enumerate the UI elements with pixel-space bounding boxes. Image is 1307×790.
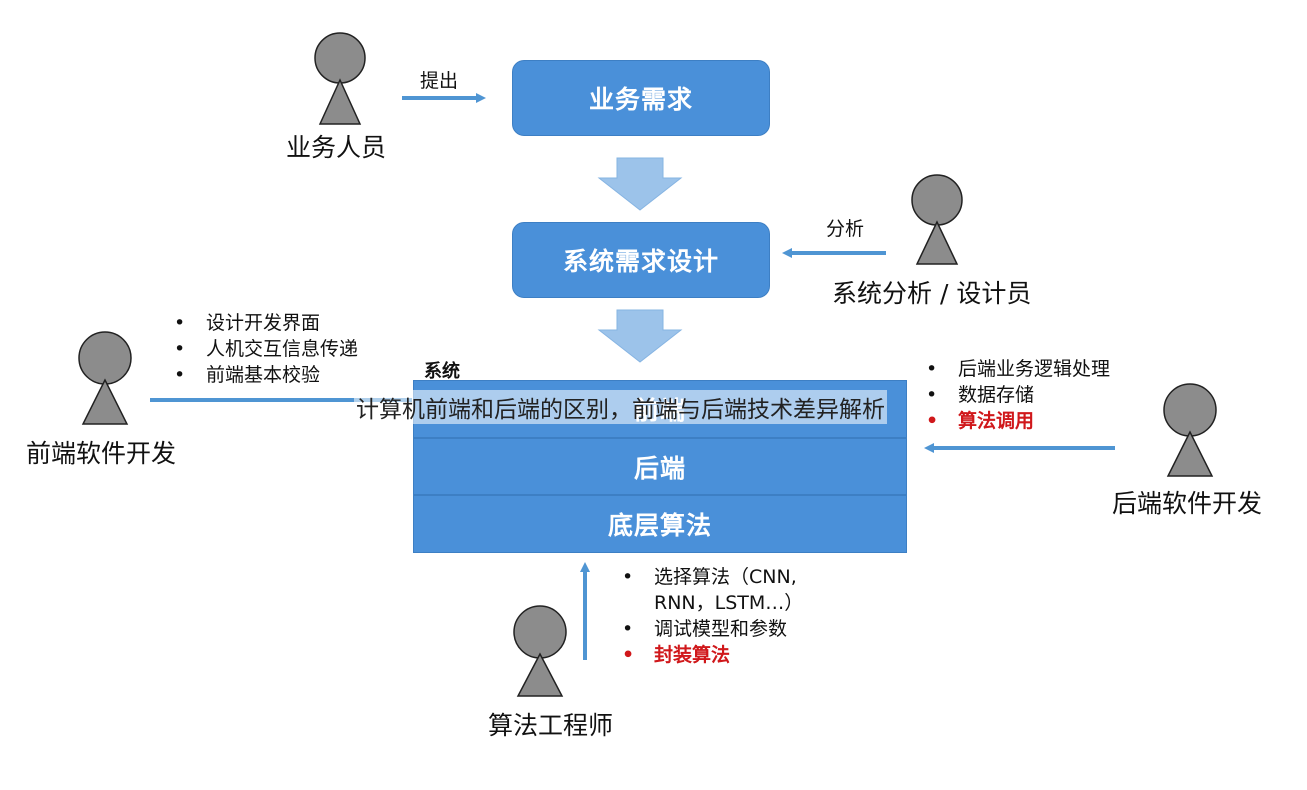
backend-note-item: •后端业务逻辑处理 (926, 358, 1111, 380)
frontend-note-item: •设计开发界面 (174, 312, 321, 334)
algo-notes: •选择算法（CNN, RNN，LSTM…） •调试模型和参数 •封装算法 (616, 564, 803, 668)
algo-note-item: •选择算法（CNN, (622, 566, 797, 588)
actor-backend-dev-icon (1163, 383, 1217, 477)
layer-backend: 后端 (413, 438, 907, 495)
system-title: 系统 (424, 361, 460, 382)
business-requirement-box: 业务需求 (512, 60, 770, 136)
frontend-note-item: •前端基本校验 (174, 364, 321, 386)
overlay-caption: 计算机前端和后端的区别，前端与后端技术差异解析 (354, 390, 887, 424)
actor-analyst-icon (911, 174, 963, 265)
layer-backend-label: 后端 (633, 453, 686, 483)
layer-algorithm: 底层算法 (413, 495, 907, 553)
actor-frontend-dev-label: 前端软件开发 (26, 439, 177, 468)
frontend-notes: •设计开发界面 •人机交互信息传递 •前端基本校验 (168, 310, 358, 388)
backend-note-item: •数据存储 (926, 384, 1035, 406)
backend-notes: •后端业务逻辑处理 •数据存储 •算法调用 (920, 356, 1110, 434)
actor-analyst-label: 系统分析 / 设计员 (832, 279, 1032, 308)
system-design-label: 系统需求设计 (562, 247, 719, 276)
actor-business-label: 业务人员 (286, 133, 387, 162)
layer-algorithm-label: 底层算法 (607, 511, 712, 540)
algo-note-item: •调试模型和参数 (622, 618, 788, 640)
system-design-box: 系统需求设计 (512, 222, 770, 298)
algo-note-item-continued: RNN，LSTM…） (654, 592, 804, 614)
actor-frontend-dev-icon (78, 331, 132, 425)
actor-backend-dev-label: 后端软件开发 (1112, 489, 1263, 518)
actor-algo-eng-icon (513, 605, 567, 697)
down-arrow-1 (597, 157, 683, 211)
backend-note-item-highlight: •算法调用 (926, 410, 1035, 432)
algo-note-item-highlight: •封装算法 (622, 644, 731, 666)
business-requirement-label: 业务需求 (588, 85, 693, 114)
propose-label: 提出 (420, 70, 459, 92)
analyze-label: 分析 (826, 218, 865, 240)
actor-algo-eng-label: 算法工程师 (488, 711, 614, 740)
frontend-note-item: •人机交互信息传递 (174, 338, 359, 360)
down-arrow-2 (597, 309, 683, 363)
actor-business-icon (314, 32, 366, 125)
